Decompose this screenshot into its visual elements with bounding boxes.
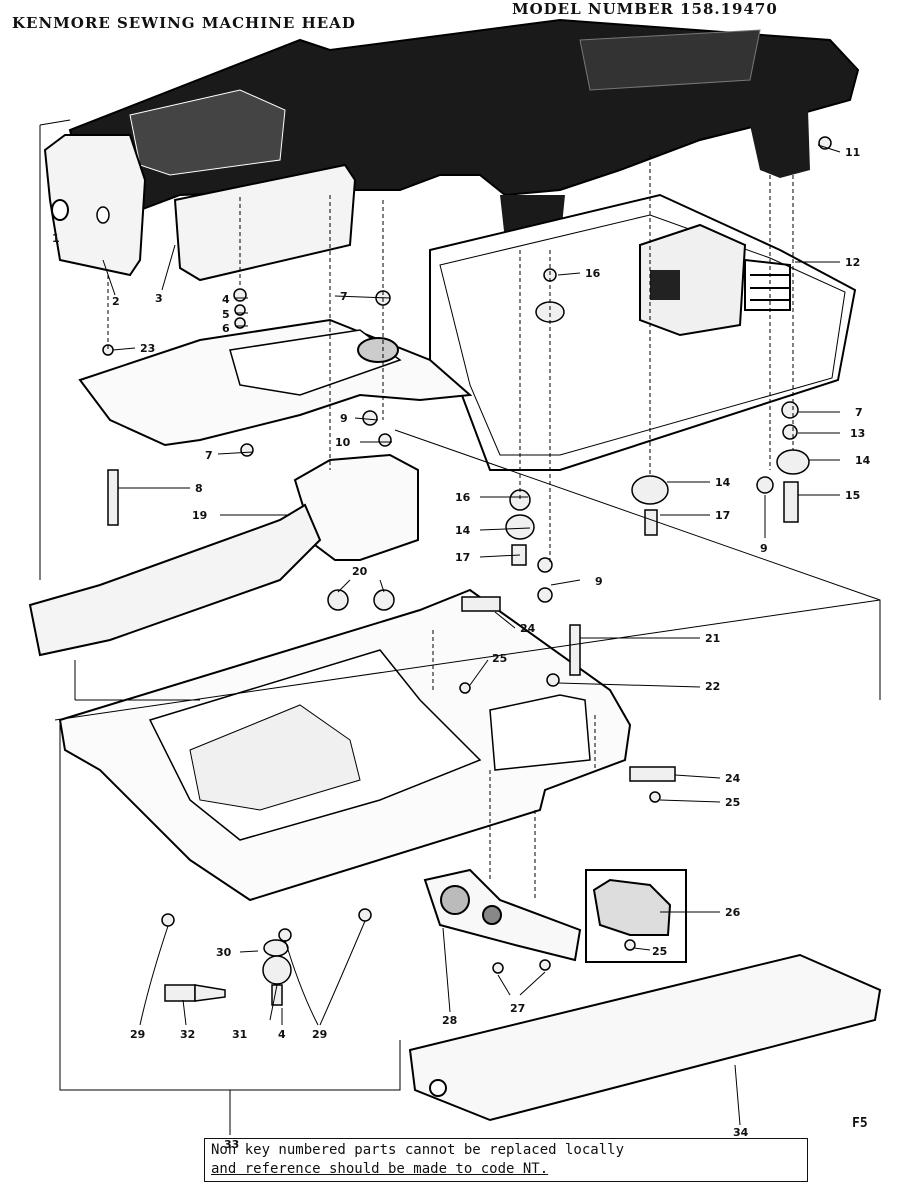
callout-7-right: 7 xyxy=(855,406,863,419)
callout-24-top: 24 xyxy=(520,622,536,635)
callout-5: 5 xyxy=(222,308,230,321)
callout-16-top: 16 xyxy=(585,267,601,280)
machine-arm-casting xyxy=(68,18,860,250)
support-bracket xyxy=(28,453,419,657)
figure-id: F5 xyxy=(852,1116,868,1131)
small-fasteners xyxy=(102,136,832,1006)
callout-8: 8 xyxy=(195,482,203,495)
callout-22: 22 xyxy=(705,680,720,693)
callout-24-right: 24 xyxy=(725,772,741,785)
diagram-title-left: KENMORE SEWING MACHINE HEAD xyxy=(12,14,356,32)
callout-15: 15 xyxy=(845,489,860,502)
callout-29-left: 29 xyxy=(130,1028,145,1041)
callout-7-left: 7 xyxy=(205,449,213,462)
callout-9-a: 9 xyxy=(340,412,348,425)
callout-2: 2 xyxy=(112,295,120,308)
callout-14-b: 14 xyxy=(855,454,871,467)
callout-11: 11 xyxy=(845,146,860,159)
bobbin-winder xyxy=(423,868,582,962)
callout-7-top: 7 xyxy=(340,290,348,303)
callout-14-a: 14 xyxy=(715,476,731,489)
callout-34: 34 xyxy=(733,1126,749,1139)
callout-25-box: 25 xyxy=(652,945,667,958)
callout-4: 4 xyxy=(222,293,230,306)
alignment-lines xyxy=(107,155,794,900)
callout-31: 31 xyxy=(232,1028,247,1041)
face-plate-cover xyxy=(43,134,147,277)
assembly-boundary-lines xyxy=(39,119,881,1135)
callout-10: 10 xyxy=(335,436,351,449)
callout-13: 13 xyxy=(850,427,865,440)
callout-32: 32 xyxy=(180,1028,195,1041)
callout-17-a: 17 xyxy=(715,509,730,522)
callout-9-b: 9 xyxy=(760,542,768,555)
callout-4-bottom: 4 xyxy=(278,1028,286,1041)
callout-29-right: 29 xyxy=(312,1028,327,1041)
callout-19: 19 xyxy=(192,509,207,522)
callout-9-c: 9 xyxy=(595,575,603,588)
bottom-cover-plate xyxy=(408,953,882,1122)
note-line-2: and reference should be made to code NT. xyxy=(211,1161,549,1177)
callout-1: 1 xyxy=(52,232,60,245)
note-line-1: Non key numbered parts cannot be replace… xyxy=(211,1142,625,1158)
callout-6: 6 xyxy=(222,322,230,335)
bed-base-plate xyxy=(429,193,857,471)
callout-17-b: 17 xyxy=(455,551,470,564)
callout-16-mid: 16 xyxy=(455,491,471,504)
callout-3: 3 xyxy=(155,292,163,305)
callout-23: 23 xyxy=(140,342,155,355)
left-frame-plate xyxy=(78,318,473,447)
callout-33: 33 xyxy=(224,1138,239,1151)
callout-20: 20 xyxy=(352,565,368,578)
top-cover-plate xyxy=(173,163,357,282)
callout-25-top: 25 xyxy=(492,652,507,665)
callout-26: 26 xyxy=(725,906,741,919)
model-number-title: MODEL NUMBER 158.19470 xyxy=(512,0,778,18)
knob-detail-box xyxy=(585,869,687,963)
callout-28: 28 xyxy=(442,1014,457,1027)
callout-21: 21 xyxy=(705,632,720,645)
callout-30: 30 xyxy=(216,946,232,959)
callout-12: 12 xyxy=(845,256,860,269)
callout-27: 27 xyxy=(510,1002,525,1015)
lower-base-tray xyxy=(58,588,632,902)
cover-plate-hole xyxy=(429,1079,447,1097)
leader-lines xyxy=(102,144,841,1126)
callout-25-right: 25 xyxy=(725,796,740,809)
parts-note-box: Non key numbered parts cannot be replace… xyxy=(204,1138,808,1182)
callout-14-c: 14 xyxy=(455,524,471,537)
